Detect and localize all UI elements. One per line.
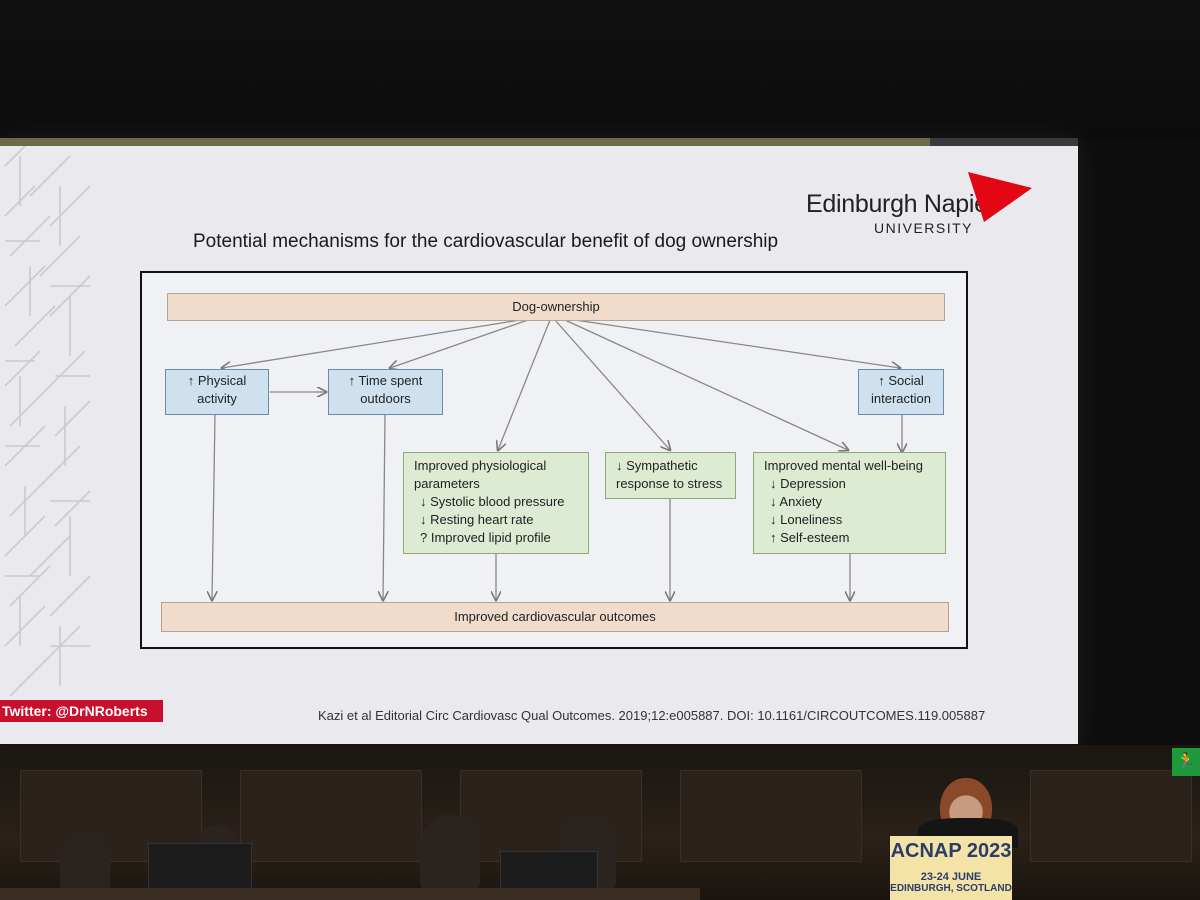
laptop-screen: [500, 851, 598, 893]
physical-activity-line2: activity: [197, 391, 237, 406]
social-interaction-line1: ↑ Social: [878, 373, 924, 388]
wall-panel: [1030, 770, 1192, 862]
sympathetic-line1: ↓ Sympathetic: [616, 458, 698, 473]
laptop-screen: [148, 843, 252, 893]
sympathetic-line2: response to stress: [616, 476, 723, 491]
physiological-node: Improved physiological parameters ↓ Syst…: [403, 452, 589, 554]
mental-item: ↓ Loneliness: [770, 512, 843, 527]
social-interaction-line2: interaction: [871, 391, 931, 406]
screen-status-bar: [0, 138, 1078, 146]
physiological-heading-2: parameters: [414, 476, 480, 491]
logo-triangle-icon: [968, 172, 1032, 222]
panel-desk: [0, 888, 700, 900]
mental-item: ↑ Self-esteem: [770, 530, 850, 545]
projection-screen: Edinburgh Napier UNIVERSITY Potential me…: [0, 138, 1078, 744]
cardiovascular-outcomes-bar: Improved cardiovascular outcomes: [161, 602, 949, 632]
panelist: [420, 815, 480, 890]
podium-place: EDINBURGH, SCOTLAND: [890, 883, 1012, 894]
podium-title: ACNAP 2023: [890, 840, 1012, 862]
mental-item: ↓ Anxiety: [770, 494, 823, 509]
physical-activity-line1: ↑ Physical: [187, 373, 247, 388]
physical-activity-node: ↑ Physical activity: [165, 369, 269, 415]
slide-title: Potential mechanisms for the cardiovascu…: [193, 231, 779, 252]
hall-ceiling: [0, 0, 1200, 140]
dog-ownership-bar: Dog-ownership: [167, 293, 945, 321]
exit-sign-icon: 🏃: [1172, 748, 1200, 776]
audience-member: [60, 832, 110, 892]
time-outdoors-node: ↑ Time spent outdoors: [328, 369, 443, 415]
physiological-item: ? Improved lipid profile: [420, 530, 551, 545]
logo-line2: UNIVERSITY: [874, 220, 974, 236]
sympathetic-node: ↓ Sympathetic response to stress: [605, 452, 736, 499]
decorative-pattern: [4, 146, 91, 697]
podium: ACNAP 2023 23-24 JUNE EDINBURGH, SCOTLAN…: [890, 836, 1012, 900]
time-outdoors-line2: outdoors: [360, 391, 411, 406]
mental-heading: Improved mental well-being: [764, 458, 923, 473]
time-outdoors-line1: ↑ Time spent: [348, 373, 423, 388]
physiological-item: ↓ Systolic blood pressure: [420, 494, 565, 509]
status-bar-left: [0, 138, 930, 146]
social-interaction-node: ↑ Social interaction: [858, 369, 944, 415]
podium-dates: 23-24 JUNE: [920, 871, 982, 883]
mental-item: ↓ Depression: [770, 476, 846, 491]
wall-panel: [240, 770, 422, 862]
university-logo: Edinburgh Napier UNIVERSITY: [806, 172, 1036, 238]
wall-panel: [680, 770, 862, 862]
physiological-item: ↓ Resting heart rate: [420, 512, 534, 527]
physiological-heading-1: Improved physiological: [414, 458, 547, 473]
mental-wellbeing-node: Improved mental well-being ↓ Depression …: [753, 452, 946, 554]
logo-line1: Edinburgh Napier: [806, 190, 996, 218]
twitter-handle-banner: Twitter: @DrNRoberts: [0, 700, 163, 722]
citation: Kazi et al Editorial Circ Cardiovasc Qua…: [318, 708, 986, 723]
